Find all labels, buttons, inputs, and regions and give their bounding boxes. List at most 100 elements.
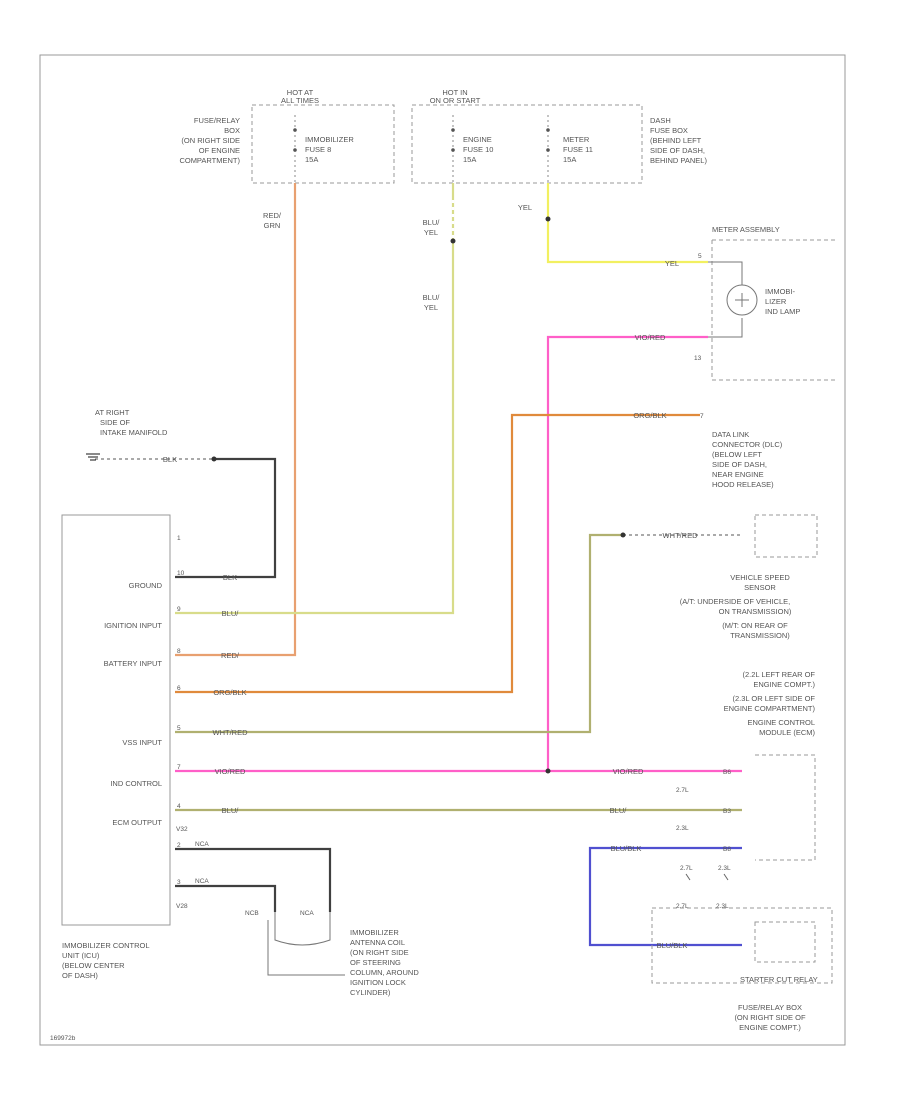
icu-pin-6: 6 [177, 685, 181, 692]
dash-fuse-desc-2: FUSE BOX [650, 126, 688, 135]
vss-outline [754, 514, 818, 558]
starter-tag-2: 2.3L [716, 903, 729, 910]
immobilizer-antenna-coil: NCA NCA NCB NCA IMMOBILIZER ANTENNA COIL… [195, 841, 419, 997]
icu-label-4: OF DASH) [62, 971, 98, 980]
ecm-pin-b3: B3 [723, 808, 731, 815]
ground-location-2: SIDE OF [100, 418, 130, 427]
dlc-label-1: DATA LINK [712, 430, 749, 439]
fuse-11-number: FUSE 11 [563, 145, 593, 154]
fuse-box-left-desc-4: OF ENGINE [199, 146, 240, 155]
ground-connector [211, 456, 217, 462]
starter-cut-relay: 2.7L 2.3L STARTER CUT RELAY FUSE/RELAY B… [651, 903, 833, 1032]
label-blu-blk-starter: BLU/BLK [657, 941, 688, 950]
vss-label-3: (A/T: UNDERSIDE OF VEHICLE, [680, 597, 790, 606]
fuse-10-name: ENGINE [463, 135, 492, 144]
fuse-8-name: IMMOBILIZER [305, 135, 354, 144]
dlc-label-3: (BELOW LEFT [712, 450, 762, 459]
starter-label-3: ENGINE COMPT.) [739, 1023, 801, 1032]
fuse-box-left-desc-5: COMPARTMENT) [179, 156, 240, 165]
vss-label-2: SENSOR [744, 583, 776, 592]
antenna-label-1: IMMOBILIZER [350, 928, 399, 937]
fuse-10-number: FUSE 10 [463, 145, 493, 154]
fuse-8-rating: 15A [305, 155, 318, 164]
ecm-pin-b6: B6 [723, 769, 731, 776]
lamp-label-1: IMMOBI- [765, 287, 795, 296]
wire-blu-blk [588, 846, 742, 947]
ecm-pin-b8: B8 [723, 846, 731, 853]
dlc-label-5: NEAR ENGINE [712, 470, 764, 479]
icu-pin-7: 7 [177, 764, 181, 771]
starter-label-2: (ON RIGHT SIDE OF [734, 1013, 806, 1022]
fuse-11-terminal-top [546, 128, 550, 132]
fuse-11-rating: 15A [563, 155, 576, 164]
fuse-box-left-desc-3: (ON RIGHT SIDE [181, 136, 240, 145]
fuse-10-rating: 15A [463, 155, 476, 164]
label-red-grn-1: RED/ [263, 211, 282, 220]
meter-pin-5: 5 [698, 253, 702, 260]
icu-terminal-ind: IND CONTROL [110, 779, 162, 788]
indicator-lamp-icon [726, 284, 758, 316]
wire-vio-red-meter [546, 335, 708, 771]
meter-outline [711, 239, 835, 381]
ecm-side-label-1: 2.7L [676, 787, 689, 794]
antenna-label-6: IGNITION LOCK [350, 978, 406, 987]
wire-wht-red [175, 533, 623, 734]
fuse-10-terminal-bottom [451, 148, 455, 152]
label-red-grn-2: GRN [264, 221, 281, 230]
label-blu-yel-2a: BLU/ [423, 293, 441, 302]
icu-pin-9: 9 [177, 606, 181, 613]
starter-title: STARTER CUT RELAY [740, 975, 818, 984]
ecm-label-1: (2.2L LEFT REAR OF [742, 670, 815, 679]
dash-fuse-desc-4: SIDE OF DASH, [650, 146, 705, 155]
ecm-label-4: ENGINE COMPARTMENT) [724, 704, 816, 713]
antenna-label-3: (ON RIGHT SIDE [350, 948, 409, 957]
wire-antenna-2 [175, 884, 277, 912]
antenna-wire-a: NCA [195, 841, 209, 848]
label-ecm-output-ecm: BLU/ [610, 806, 628, 815]
ground-location-1: AT RIGHT [95, 408, 130, 417]
label-red-grn-icu: RED/ [221, 651, 240, 660]
fuse-8-terminal-top [293, 128, 297, 132]
fuse-8-number: FUSE 8 [305, 145, 331, 154]
lamp-label-2: LIZER [765, 297, 787, 306]
dlc-label-2: CONNECTOR (DLC) [712, 440, 783, 449]
hot-label-center-2: ON OR START [430, 96, 481, 105]
dlc-label-6: HOOD RELEASE) [712, 480, 774, 489]
fuse-box-left-desc-2: BOX [224, 126, 240, 135]
starter-box-outline [651, 907, 833, 984]
icu-pin-8: 8 [177, 648, 181, 655]
ecm-side-label-2: 2.3L [676, 825, 689, 832]
dash-fuse-desc-1: DASH [650, 116, 671, 125]
icu-pin-1: 1 [177, 535, 181, 542]
label-org-blk-icu: ORG/BLK [213, 688, 246, 697]
label-blu-yel-2b: YEL [424, 303, 438, 312]
fuse-8-terminal-bottom [293, 148, 297, 152]
fuse-11-name: METER [563, 135, 590, 144]
ground-icon [86, 453, 100, 461]
label-blu-yel-1b: YEL [424, 228, 438, 237]
ecm-label-2: ENGINE COMPT.) [753, 680, 815, 689]
fuse-box-dash: HOT IN ON OR START ENGINE FUSE 10 15A ME… [411, 88, 707, 184]
fuse-box-dash-outline [411, 104, 643, 184]
wire-yel [546, 183, 708, 264]
vss-label-1: VEHICLE SPEED [730, 573, 790, 582]
icu-side-tag-1: V32 [176, 826, 188, 833]
icu-outline [61, 514, 171, 926]
fuse-box-left: HOT AT ALL TIMES FUSE/RELAY BOX (ON RIGH… [179, 88, 395, 184]
label-wht-red-icu: WHT/RED [213, 728, 249, 737]
label-vio-red-meter: VIO/RED [635, 333, 666, 342]
meter-assembly: METER ASSEMBLY 5 13 IMMOBI- LIZER IND LA… [694, 225, 835, 381]
vss-label-5: (M/T: ON REAR OF [722, 621, 788, 630]
vehicle-speed-sensor: VEHICLE SPEED SENSOR (A/T: UNDERSIDE OF … [680, 514, 818, 640]
label-blk-icu: BLK [223, 573, 237, 582]
label-vio-red-icu: VIO/RED [215, 767, 246, 776]
hot-label-left-2: ALL TIMES [281, 96, 319, 105]
label-wht-red-vss: WHT/RED [663, 531, 699, 540]
label-blu-yel-1a: BLU/ [423, 218, 441, 227]
fuse-box-left-outline [251, 104, 395, 184]
ground-point: AT RIGHT SIDE OF INTAKE MANIFOLD [86, 408, 168, 461]
hot-label-center-1: HOT IN [442, 88, 467, 97]
wire-antenna-1 [175, 847, 332, 912]
icu-side-tag-2: V28 [176, 903, 188, 910]
